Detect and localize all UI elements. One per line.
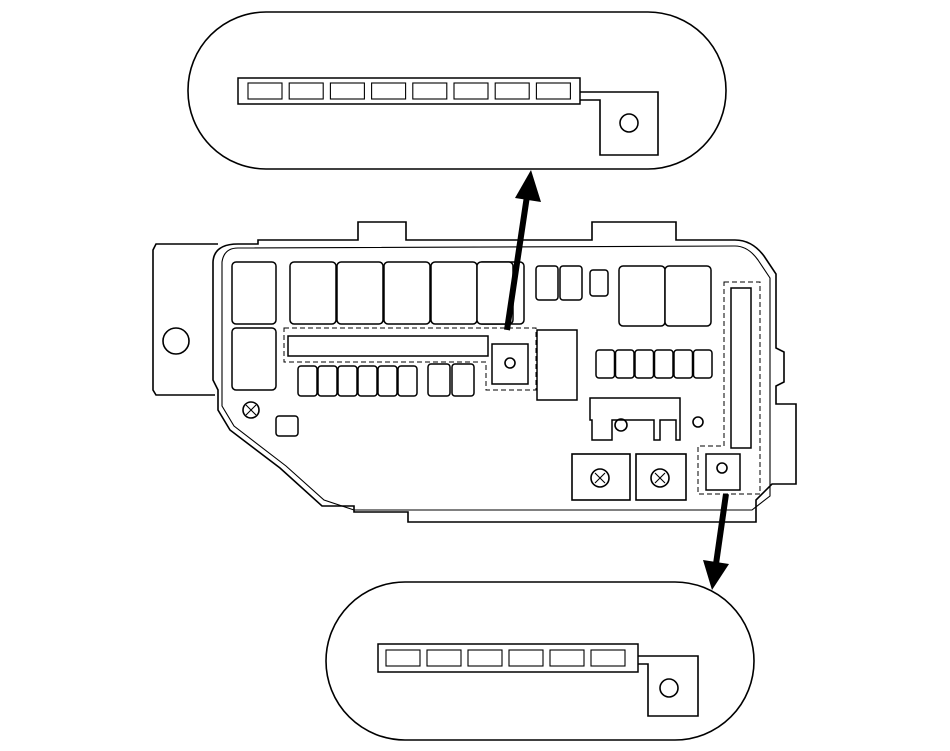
- connector-hole: [614, 418, 628, 432]
- terminal-post-hole: [716, 462, 728, 474]
- mini-fuse: [614, 349, 635, 379]
- terminal-post-hole: [504, 357, 516, 369]
- terminal-post-block: [705, 453, 741, 491]
- arrowhead: [515, 170, 541, 202]
- bottom-callout-capsule: [325, 581, 755, 741]
- housing-outer: [212, 221, 797, 523]
- top-callout-capsule: [187, 11, 727, 170]
- strip-slot: [508, 649, 544, 667]
- mini-fuse: [297, 365, 318, 397]
- mini-fuse: [535, 265, 559, 301]
- arrow-to-bottom-callout: [703, 493, 729, 590]
- strip-slot: [371, 82, 407, 100]
- mini-fuse: [427, 363, 451, 397]
- screw-terminal-cross: [654, 472, 666, 484]
- screw-terminal-block: [571, 453, 631, 501]
- screw-terminal: [650, 468, 670, 488]
- strip-slot: [426, 649, 462, 667]
- screw-cross: [245, 404, 257, 416]
- mini-fuse: [377, 365, 398, 397]
- relay-row-top: [289, 261, 525, 325]
- strip-slot: [412, 82, 448, 100]
- relay: [383, 261, 431, 325]
- left-mounting-bracket: [152, 243, 218, 396]
- mini-fuse: [653, 349, 674, 379]
- large-relay: [536, 329, 578, 401]
- strip-slot: [467, 649, 503, 667]
- top-strip-slots: [247, 82, 571, 100]
- arrowhead: [703, 560, 729, 590]
- strip-slot: [247, 82, 283, 100]
- strip-slot: [385, 649, 421, 667]
- arrow-to-top-callout: [504, 170, 541, 331]
- bottom-strip-mount-hole: [659, 678, 679, 698]
- mini-fuse: [634, 349, 655, 379]
- left-bracket-hole: [162, 327, 190, 355]
- top-strip-mount-hole: [619, 113, 639, 133]
- relay: [664, 265, 712, 327]
- mini-fuse: [692, 349, 713, 379]
- terminal-post-block: [491, 343, 529, 385]
- relay: [336, 261, 384, 325]
- strip-slot: [329, 82, 365, 100]
- relay: [289, 261, 337, 325]
- screw-terminal: [590, 468, 610, 488]
- mini-fuse: [673, 349, 694, 379]
- highlight-strip-region-right: [697, 281, 761, 495]
- fuse-row-right: [595, 349, 713, 379]
- mini-fuse: [397, 365, 418, 397]
- mini-fuse: [337, 365, 358, 397]
- mini-fuse: [317, 365, 338, 397]
- bottom-strip-tab: [636, 655, 699, 717]
- screw-terminal-cross: [594, 472, 606, 484]
- relay: [618, 265, 666, 327]
- connector-block: [589, 397, 681, 441]
- bottom-strip-slots: [385, 649, 626, 667]
- terminal-strip-inner: [287, 335, 489, 357]
- small-connector: [275, 415, 299, 437]
- strip-slot: [288, 82, 324, 100]
- bottom-callout: [325, 581, 755, 741]
- relay: [430, 261, 478, 325]
- relay: [231, 327, 277, 391]
- strip-slot: [535, 82, 571, 100]
- top-strip-tab: [578, 91, 659, 156]
- fuse-row-lower-left: [297, 365, 418, 397]
- top-strip-body: [237, 77, 581, 105]
- highlight-strip-region: [283, 327, 537, 391]
- strip-slot: [494, 82, 530, 100]
- mini-fuse: [451, 363, 475, 397]
- terminal-strip-vertical: [730, 287, 752, 449]
- mini-fuse: [559, 265, 583, 301]
- bottom-strip-body: [377, 643, 639, 673]
- screw: [242, 401, 260, 419]
- relay: [231, 261, 277, 325]
- strip-slot: [590, 649, 626, 667]
- top-callout: [187, 11, 727, 170]
- strip-slot: [549, 649, 585, 667]
- mini-fuse: [357, 365, 378, 397]
- strip-slot: [453, 82, 489, 100]
- screw-terminal-block: [635, 453, 687, 501]
- fuse-box: [152, 221, 797, 523]
- mini-fuse: [589, 269, 609, 297]
- housing-inner: [221, 245, 771, 511]
- mini-fuse: [595, 349, 616, 379]
- small-hole: [692, 416, 704, 428]
